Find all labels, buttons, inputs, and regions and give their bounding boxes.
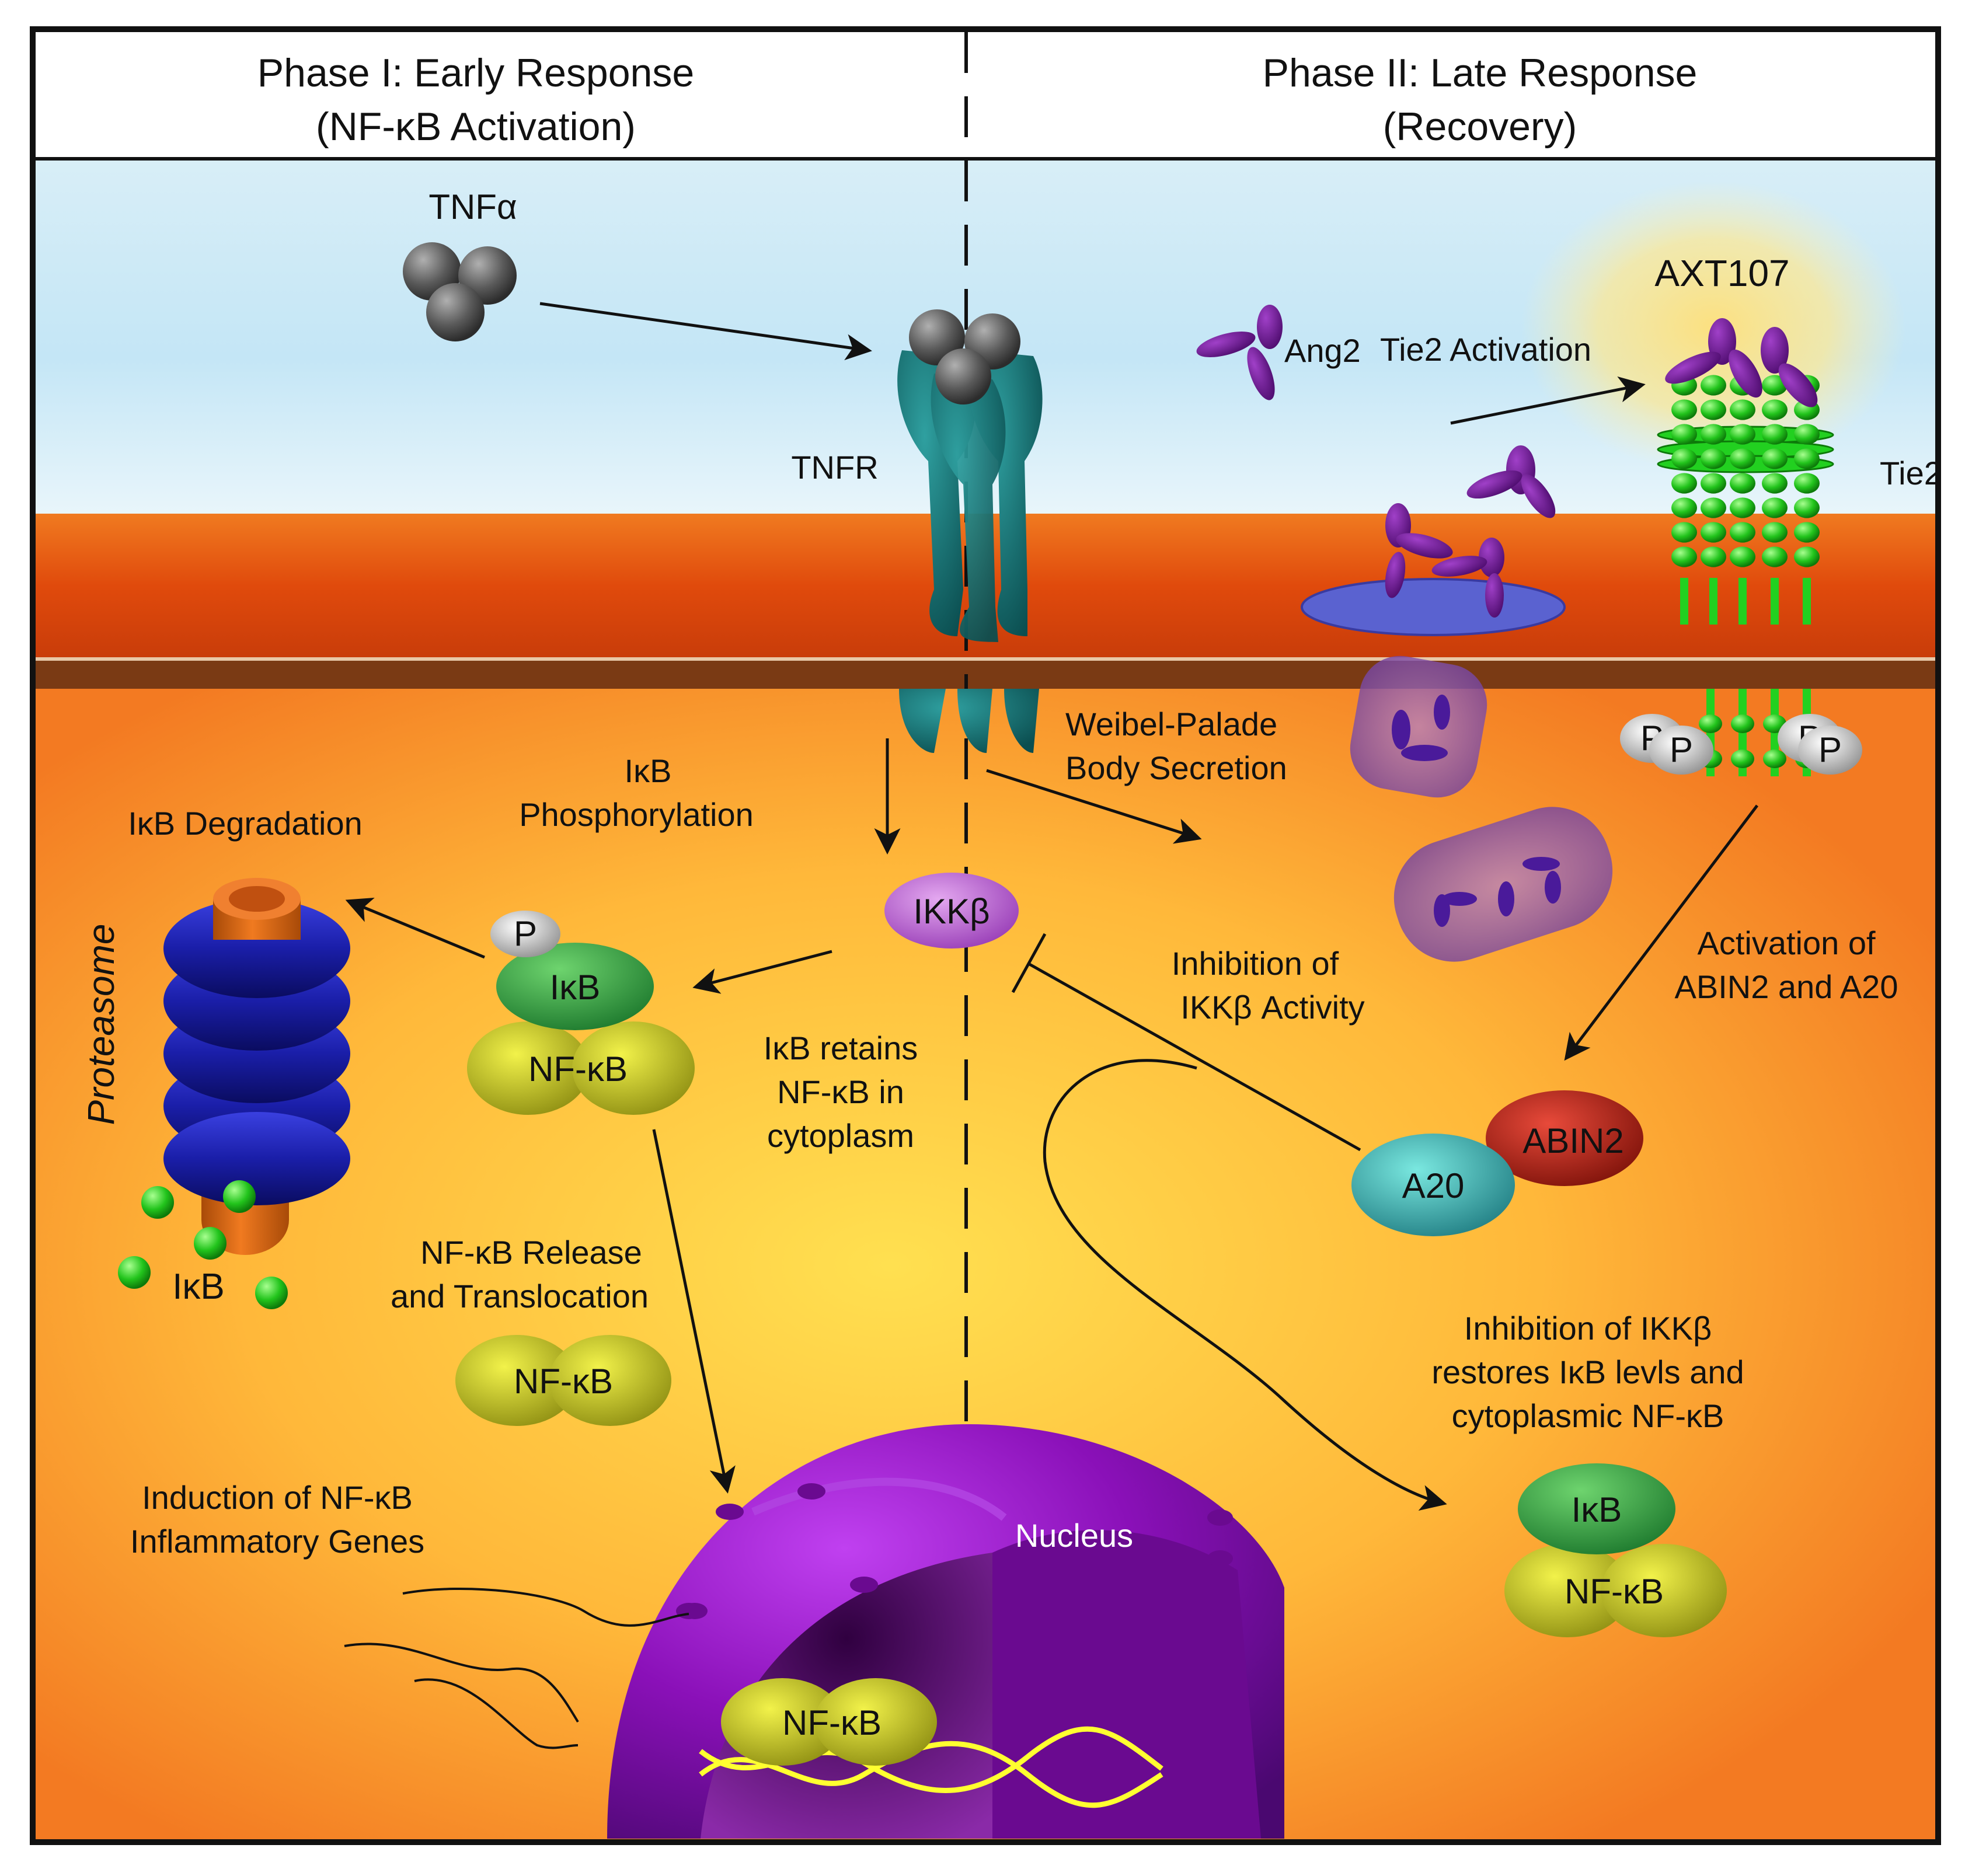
svg-text:NF-κB: NF-κB — [782, 1703, 882, 1742]
abin2-a20-complex: ABIN2 A20 — [1351, 1090, 1643, 1236]
activation-label-1: Activation of — [1697, 925, 1875, 961]
tnfa-label: TNFα — [428, 187, 517, 226]
tie2-label: Tie2 — [1880, 455, 1942, 491]
to-proteasome-arrow — [345, 897, 485, 959]
ikkb-inhibition-line — [1011, 933, 1361, 1152]
tie2-receptor — [1657, 318, 1834, 625]
ikb-retains-label-3: cytoplasm — [767, 1117, 914, 1154]
phase1-title: Phase I: Early Response — [257, 51, 694, 95]
tnfr-label: TNFR — [791, 449, 878, 486]
tie2-cytoplasmic-domain: PPPP — [1620, 689, 1862, 776]
ikb-fragments — [118, 1180, 288, 1309]
proteasome — [163, 878, 350, 1255]
activation-label-2: ABIN2 and A20 — [1675, 968, 1898, 1005]
svg-text:IKKβ: IKKβ — [913, 892, 990, 931]
tie2-activation-label: Tie2 Activation — [1380, 331, 1591, 368]
svg-text:A20: A20 — [1402, 1166, 1465, 1205]
svg-text:NF-κB: NF-κB — [1565, 1572, 1664, 1611]
tie2-activation-arrow — [1450, 376, 1646, 425]
ang2-free — [1196, 305, 1283, 400]
membrane-inner-band — [33, 660, 1938, 689]
tnfr-receptor — [897, 309, 1043, 753]
weibel-palade-body-1 — [1350, 655, 1487, 798]
release-label-1: NF-κB Release — [420, 1234, 642, 1271]
phase2-subtitle: (Recovery) — [1383, 104, 1577, 149]
nfkb-translocation-arrow — [652, 1129, 736, 1494]
nuclear-nfkb: NF-κB — [721, 1678, 937, 1766]
ikb-degradation-label: IκB Degradation — [128, 805, 363, 842]
ikkb-to-ikb-arrow — [692, 950, 832, 994]
induction-label-1: Induction of NF-κB — [142, 1479, 413, 1516]
release-label-2: and Translocation — [391, 1278, 649, 1314]
axt107-label: AXT107 — [1654, 252, 1789, 294]
ikb-retains-label-2: NF-κB in — [777, 1073, 904, 1110]
ang2-label: Ang2 — [1284, 332, 1361, 369]
wpb-fusion-disc — [1301, 578, 1566, 636]
phase1-subtitle: (NF-κB Activation) — [316, 104, 636, 149]
svg-text:ABIN2: ABIN2 — [1522, 1121, 1623, 1160]
tie2-to-abin-arrow — [1564, 804, 1758, 1061]
proteasome-label: Proteasome — [80, 923, 122, 1125]
induction-label-2: Inflammatory Genes — [130, 1523, 424, 1560]
svg-text:NF-κB: NF-κB — [514, 1362, 613, 1401]
mrna-strands — [344, 1587, 689, 1749]
free-nfkb: NF-κB — [455, 1335, 671, 1426]
weibel-label-2: Body Secretion — [1065, 749, 1287, 786]
ikkb-molecule: IKKβ — [884, 873, 1019, 949]
weibel-label-1: Weibel-Palade — [1065, 706, 1277, 742]
weibel-palade-body-2 — [1393, 807, 1613, 962]
tnfa-trimer — [403, 242, 517, 341]
restoration-arrow — [1043, 1059, 1447, 1511]
restores-label-2: restores IκB levls and — [1431, 1354, 1744, 1390]
svg-text:NF-κB: NF-κB — [528, 1049, 628, 1089]
restored-ikb-nfkb-complex: NF-κB IκB — [1504, 1463, 1727, 1637]
tnfa-binding-arrow — [539, 302, 872, 361]
ikb-phos-label-2: Phosphorylation — [519, 796, 754, 833]
frame-border — [30, 26, 1941, 1845]
wpb-secretion-arrow — [986, 769, 1202, 844]
ang2-near-membrane — [1466, 445, 1556, 518]
phospho-label: P — [1670, 730, 1693, 769]
svg-text:P: P — [514, 914, 537, 953]
restores-label-1: Inhibition of IKKβ — [1464, 1310, 1712, 1347]
svg-text:IκB: IκB — [550, 968, 601, 1007]
inhibition-label-2: IKKβ Activity — [1180, 989, 1364, 1026]
nucleus-label: Nucleus — [1015, 1517, 1133, 1554]
ikb-retains-label-1: IκB retains — [764, 1030, 918, 1066]
phospho-label: P — [1818, 730, 1842, 769]
phase2-title: Phase II: Late Response — [1263, 51, 1698, 95]
ang2-released — [1385, 503, 1504, 618]
inhibition-label-1: Inhibition of — [1172, 945, 1339, 982]
phospho-ikb-nfkb-complex: NF-κB IκB P — [467, 911, 695, 1115]
restores-label-3: cytoplasmic NF-κB — [1452, 1397, 1724, 1434]
ikb-free-label: IκB — [172, 1267, 225, 1307]
svg-text:IκB: IκB — [1572, 1490, 1622, 1529]
ikb-phos-label-1: IκB — [625, 752, 672, 789]
